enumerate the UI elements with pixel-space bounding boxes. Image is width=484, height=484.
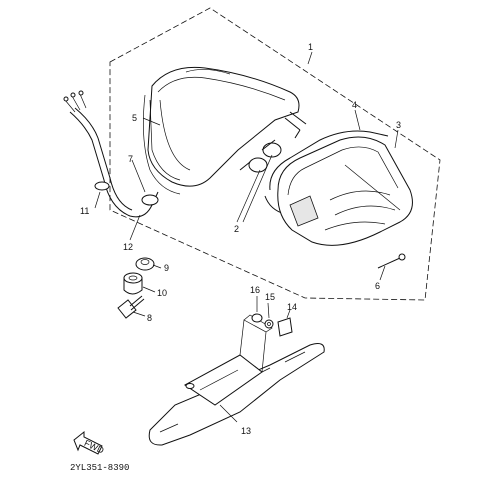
callout-15: 15	[265, 292, 275, 302]
leader-lines	[94, 51, 399, 423]
damper	[135, 257, 155, 271]
callout-16: 16	[250, 285, 260, 295]
callout-10: 10	[157, 288, 167, 298]
tail-light-lens	[277, 136, 413, 246]
diagram-code: 2YL351-8390	[70, 463, 129, 473]
forward-arrow-icon	[73, 430, 103, 455]
callout-13: 13	[241, 426, 251, 436]
bulb-sockets	[239, 111, 307, 173]
callout-8: 8	[147, 313, 152, 323]
callout-4: 4	[352, 100, 357, 110]
callout-2: 2	[234, 224, 239, 234]
grommet	[141, 194, 159, 206]
tail-light-housing	[142, 66, 300, 195]
callout-12: 12	[123, 242, 133, 252]
assembly-boundary	[109, 7, 441, 301]
callout-9: 9	[164, 263, 169, 273]
collar	[123, 272, 143, 295]
callout-11: 11	[80, 206, 89, 216]
callout-5: 5	[132, 113, 137, 123]
bracket-hardware	[251, 313, 293, 337]
callout-3: 3	[396, 120, 401, 130]
fwd-label: FWD	[83, 438, 106, 456]
wire-harness	[63, 90, 159, 218]
tail-light-bracket	[148, 314, 325, 446]
callout-7: 7	[128, 154, 133, 164]
bolt	[117, 295, 145, 319]
callout-1: 1	[308, 42, 313, 52]
callout-14: 14	[287, 302, 297, 312]
callout-6: 6	[375, 281, 380, 291]
lens-screw	[377, 253, 406, 269]
